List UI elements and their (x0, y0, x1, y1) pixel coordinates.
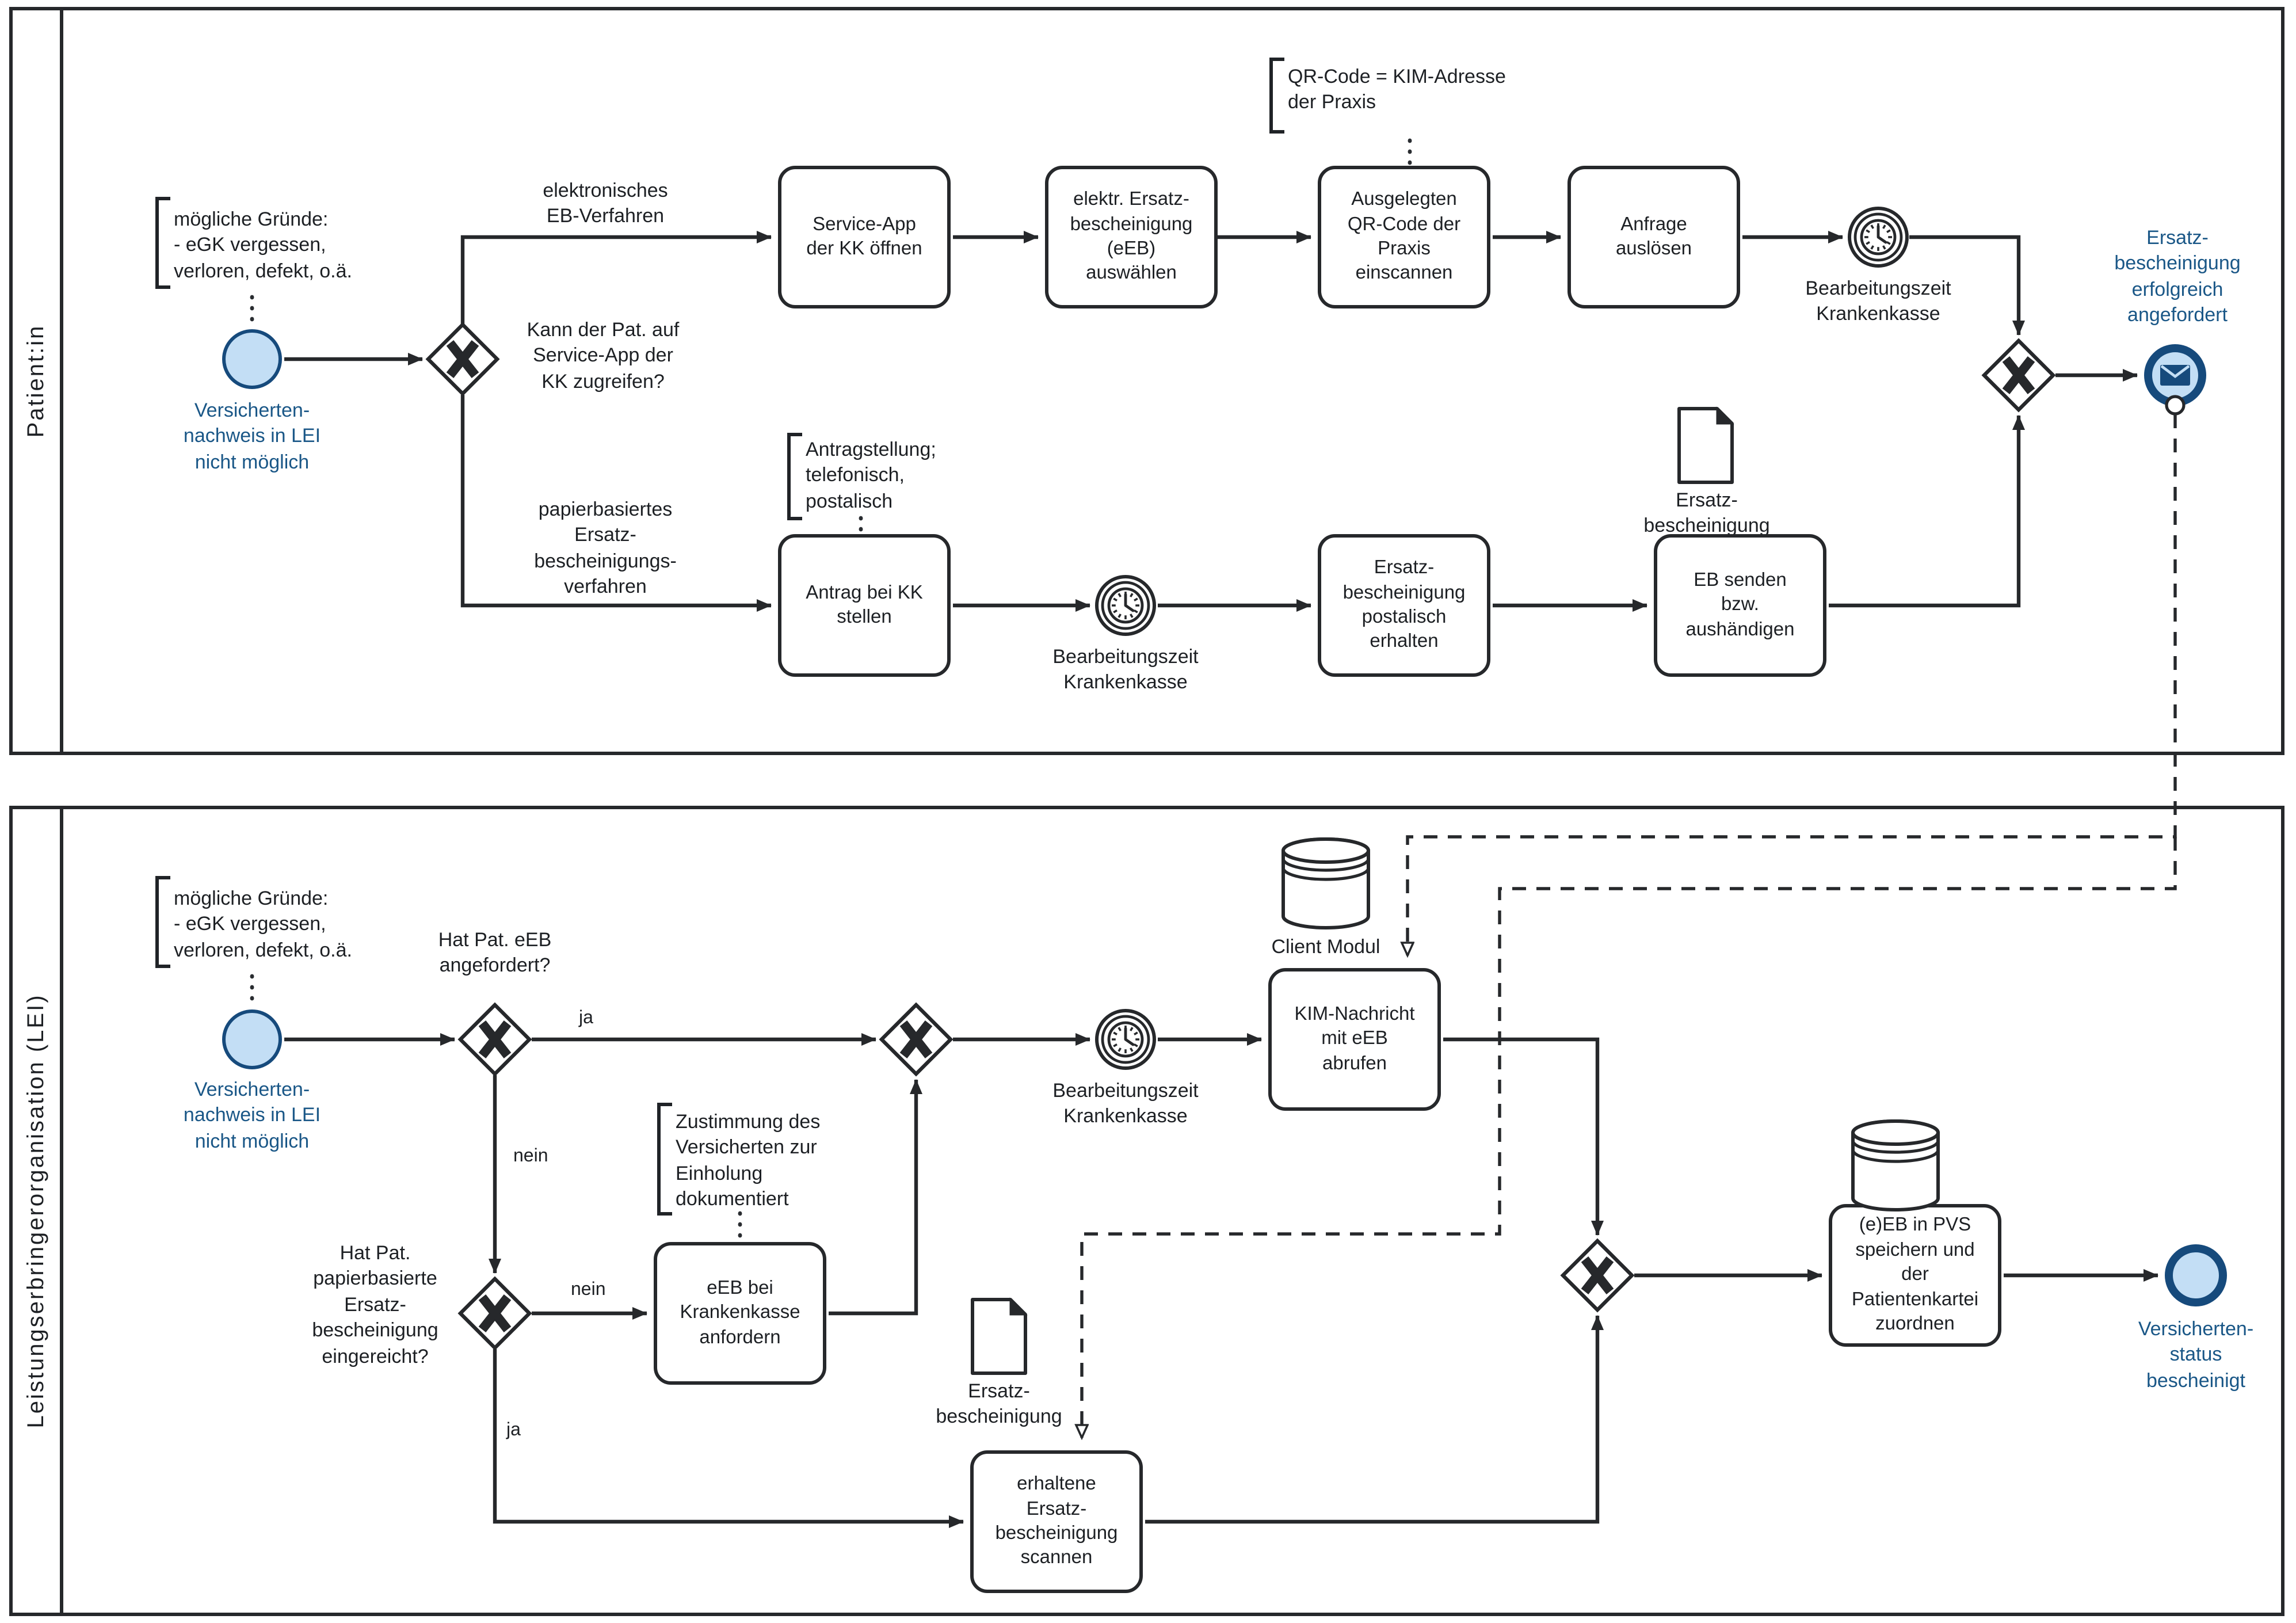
pool-patient-label: Patient:in (24, 324, 49, 438)
task-open-service-app[interactable]: Service-App der KK öffnen (778, 166, 951, 308)
annotation-bracket (1269, 58, 1284, 134)
task-store-in-pvs[interactable]: (e)EB in PVS speichern und der Patienten… (1829, 1204, 2001, 1347)
start-event-patient[interactable] (222, 329, 282, 389)
end-event-label-patient: Ersatz- bescheinigung erfolgreich angefo… (2114, 227, 2241, 326)
flow-label-ja-1: ja (579, 1008, 593, 1028)
task-apply-kk[interactable]: Antrag bei KK stellen (778, 534, 951, 677)
flow-label-nein-1: nein (513, 1146, 548, 1166)
annotation-bracket (657, 1103, 672, 1216)
annotation-antragstellung: Antragstellung; telefonisch, postalisch (806, 439, 936, 512)
pool-lei-label: Leistungserbringerorganisation (LEI) (24, 993, 49, 1428)
end-event-label-lei: Versicherten- status bescheinigt (2138, 1318, 2254, 1392)
document2-label: Ersatz- bescheinigung (936, 1380, 1062, 1428)
pool-patient (9, 7, 2284, 755)
start-event-label-lei: Versicherten- nachweis in LEI nicht mögl… (183, 1079, 321, 1152)
annotation-bracket (155, 876, 170, 968)
task-scan-received-eb[interactable]: erhaltene Ersatz- bescheinigung scannen (970, 1450, 1143, 1593)
task-send-eb[interactable]: EB senden bzw. aushändigen (1654, 534, 1826, 677)
task-receive-postal[interactable]: Ersatz- bescheinigung postalisch erhalte… (1318, 534, 1490, 677)
client-modul-label: Client Modul (1271, 936, 1380, 958)
document1-label: Ersatz- bescheinigung (1643, 489, 1770, 537)
timer1-label: Bearbeitungszeit Krankenkasse (1805, 277, 1951, 325)
flow-label-electronic: elektronisches EB-Verfahren (543, 180, 668, 227)
gateway-question-label: Kann der Pat. auf Service-App der KK zug… (527, 319, 680, 393)
pool-patient-label-divider (60, 7, 63, 755)
envelope-icon (2160, 365, 2190, 386)
flow-label-ja-2: ja (506, 1420, 521, 1440)
flow-label-paper: papierbasiertes Ersatz- bescheinigungs- … (534, 498, 677, 598)
end-event-lei[interactable] (2165, 1244, 2227, 1306)
end-event-message-patient[interactable] (2144, 344, 2206, 406)
gateway-eeb-question-label: Hat Pat. eEB angefordert? (438, 929, 552, 977)
annotation-consent: Zustimmung des Versicherten zur Einholun… (676, 1111, 821, 1210)
task-request-eeb[interactable]: eEB bei Krankenkasse anfordern (654, 1242, 826, 1385)
flow-label-nein-2: nein (571, 1280, 606, 1300)
task-scan-qr[interactable]: Ausgelegten QR-Code der Praxis einscanne… (1318, 166, 1490, 308)
annotation-bracket (155, 197, 170, 289)
annotation-qr-code: QR-Code = KIM-Adresse der Praxis (1288, 66, 1506, 113)
task-select-eeb[interactable]: elektr. Ersatz- bescheinigung (eEB) ausw… (1045, 166, 1218, 308)
start-event-label-patient: Versicherten- nachweis in LEI nicht mögl… (183, 399, 321, 473)
annotation-reasons-lei: mögliche Gründe: - eGK vergessen, verlor… (174, 887, 352, 961)
pvs-label: PVS (1875, 1171, 1916, 1193)
timer3-label: Bearbeitungszeit Krankenkasse (1052, 1080, 1199, 1127)
start-event-lei[interactable] (222, 1009, 282, 1069)
timer2-label: Bearbeitungszeit Krankenkasse (1052, 646, 1199, 694)
gateway-paper-question-label: Hat Pat. papierbasierte Ersatz- beschein… (312, 1242, 438, 1367)
task-trigger-request[interactable]: Anfrage auslösen (1567, 166, 1740, 308)
pool-lei-label-divider (60, 806, 63, 1616)
annotation-reasons-patient: mögliche Gründe: - eGK vergessen, verlor… (174, 208, 352, 282)
annotation-bracket (787, 433, 802, 520)
task-fetch-kim-message[interactable]: KIM-Nachricht mit eEB abrufen (1268, 968, 1441, 1111)
